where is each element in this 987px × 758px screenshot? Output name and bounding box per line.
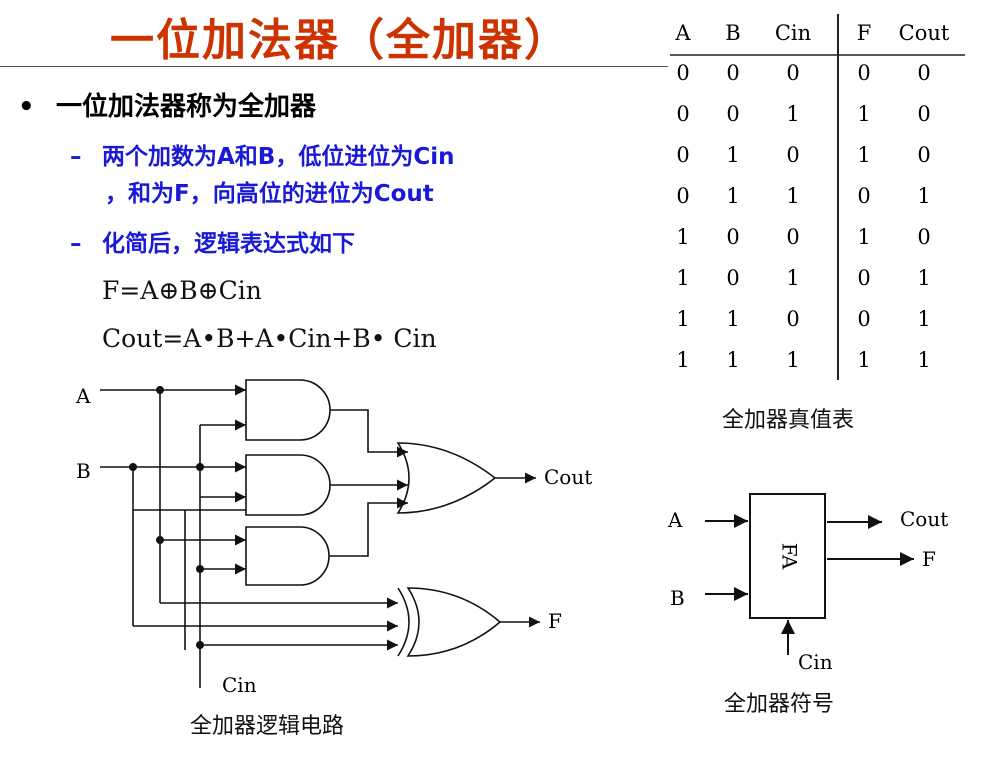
- page-title: 一位加法器（全加器）: [110, 15, 570, 66]
- sub-bullet-1-continued: ，和为F，向高位的进位为Cout: [105, 181, 434, 207]
- symbol-label-cout: Cout: [900, 507, 948, 531]
- truth-table-cell: 0: [676, 61, 689, 85]
- truth-table-cell: 0: [786, 307, 799, 331]
- sub-bullet-2-text: 化简后，逻辑表达式如下: [102, 231, 355, 257]
- truth-table-cell: 0: [917, 61, 930, 85]
- truth-table-header-f: F: [857, 21, 872, 45]
- truth-table-cell: 0: [726, 61, 739, 85]
- truth-table-cell: 1: [786, 266, 799, 290]
- truth-table-header-cout: Cout: [899, 21, 950, 45]
- fa-box-label: FA: [778, 543, 802, 570]
- junction-dot: [196, 641, 204, 649]
- sub-bullet-1-text: 两个加数为A和B，低位进位为Cin: [102, 144, 455, 170]
- truth-table-cell: 0: [726, 225, 739, 249]
- circuit-label-a: A: [75, 384, 91, 408]
- truth-table-cell: 1: [726, 348, 739, 372]
- truth-table-cell: 0: [726, 102, 739, 126]
- xor-gate-input-arc: [397, 587, 410, 657]
- truth-table-cell: 1: [917, 307, 930, 331]
- truth-table-cell: 0: [676, 184, 689, 208]
- truth-table-cell: 0: [786, 225, 799, 249]
- circuit-caption: 全加器逻辑电路: [190, 714, 345, 739]
- truth-table-header-a: A: [674, 21, 691, 45]
- circuit-label-cin: Cin: [222, 673, 257, 697]
- bullet-main-text: 一位加法器称为全加器: [56, 92, 317, 122]
- bullet-dot: •: [18, 92, 35, 122]
- truth-table-cell: 0: [917, 225, 930, 249]
- circuit-label-f: F: [548, 609, 562, 633]
- sub-bullet-dash: –: [70, 144, 82, 170]
- and-gate-2: [245, 454, 331, 516]
- truth-table-cell: 0: [786, 61, 799, 85]
- truth-table-cell: 1: [676, 348, 689, 372]
- bullet-main: • 一位加法器称为全加器: [18, 86, 316, 123]
- truth-table-cell: 0: [786, 143, 799, 167]
- junction-dot: [129, 463, 137, 471]
- truth-table-cell: 0: [857, 61, 870, 85]
- junction-dot: [156, 536, 164, 544]
- truth-table-cell: 0: [676, 102, 689, 126]
- truth-table-cell: 1: [857, 143, 870, 167]
- symbol-label-cin: Cin: [798, 650, 833, 674]
- truth-table-cell: 0: [676, 143, 689, 167]
- truth-table-cell: 1: [726, 184, 739, 208]
- sub-bullet-dash: –: [70, 231, 82, 257]
- truth-table-caption: 全加器真值表: [722, 408, 855, 433]
- title-divider: [0, 66, 668, 67]
- truth-table-cell: 1: [857, 225, 870, 249]
- symbol-caption: 全加器符号: [724, 692, 835, 717]
- junction-dot: [196, 463, 204, 471]
- sub-bullet-1: –两个加数为A和B，低位进位为Cin: [70, 137, 454, 171]
- truth-table-cell: 1: [786, 348, 799, 372]
- truth-table-cell: 1: [726, 143, 739, 167]
- sub-bullet-2: –化简后，逻辑表达式如下: [70, 224, 355, 258]
- truth-table-cell: 0: [857, 184, 870, 208]
- symbol-label-b: B: [670, 586, 685, 610]
- wire-and1-out: [330, 409, 408, 458]
- truth-table-cell: 0: [857, 307, 870, 331]
- truth-table-header-cin: Cin: [775, 21, 811, 45]
- truth-table-cell: 1: [917, 348, 930, 372]
- junction-dot: [156, 386, 164, 394]
- and-gate-3: [245, 526, 330, 586]
- truth-table-cell: 0: [726, 266, 739, 290]
- truth-table-cell: 0: [917, 143, 930, 167]
- truth-table-cell: 1: [917, 184, 930, 208]
- truth-table-cell: 0: [857, 266, 870, 290]
- circuit-label-cout: Cout: [544, 465, 592, 489]
- truth-table-cell: 1: [726, 307, 739, 331]
- truth-table-cell: 1: [786, 184, 799, 208]
- truth-table-cell: 1: [917, 266, 930, 290]
- symbol-label-a: A: [667, 508, 683, 532]
- truth-table-cell: 1: [676, 307, 689, 331]
- formula-f: F=A⊕B⊕Cin: [102, 276, 262, 305]
- formula-cout: Cout=A•B+A•Cin+B• Cin: [102, 324, 437, 353]
- wire-and3-out: [329, 497, 408, 557]
- truth-table-cell: 1: [786, 102, 799, 126]
- junction-dot: [196, 565, 204, 573]
- truth-table-cell: 1: [676, 266, 689, 290]
- truth-table-cell: 0: [917, 102, 930, 126]
- xor-gate: [406, 587, 502, 657]
- symbol-label-f: F: [922, 547, 936, 571]
- truth-table-header-b: B: [725, 21, 740, 45]
- fa-box: [749, 493, 826, 619]
- truth-table-cell: 1: [676, 225, 689, 249]
- circuit-label-b: B: [76, 459, 91, 483]
- truth-table-cell: 1: [857, 348, 870, 372]
- truth-table-cell: 1: [857, 102, 870, 126]
- or-gate: [396, 442, 497, 514]
- and-gate-1: [245, 379, 331, 441]
- truth-table-cells: A B Cin F Cout 0 0 0 0 0 0 0 1 1 0 0 1 0 1 0 0 1 1 0 1 1 0 0 1 0 1 0 1 0 1…: [674, 21, 949, 372]
